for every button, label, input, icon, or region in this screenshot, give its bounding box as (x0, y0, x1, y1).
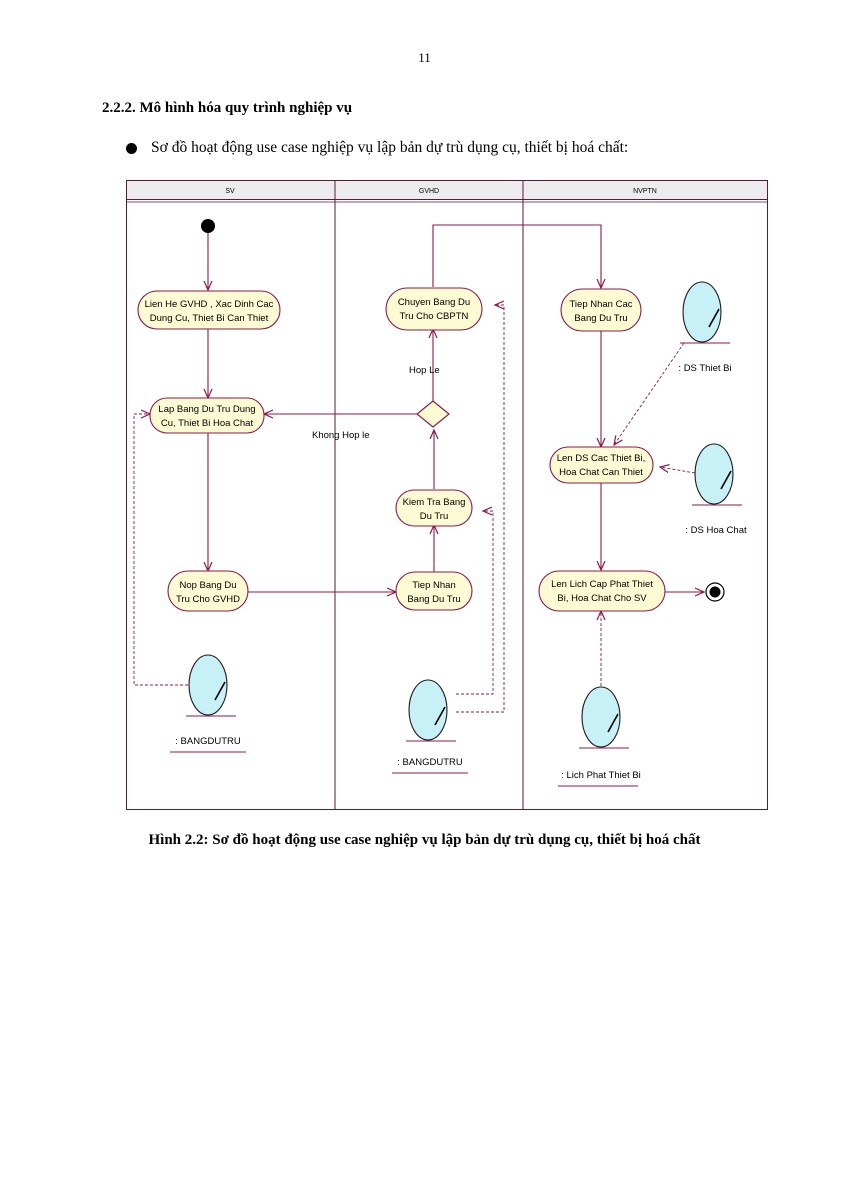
activity-lien-he-line1: Lien He GVHD , Xac Dinh Cac (145, 299, 274, 310)
activity-tiep-nhan-cac-line1: Tiep Nhan Cac (569, 299, 632, 310)
activity-len-ds: Len DS Cac Thiet Bi, Hoa Chat Can Thiet (549, 446, 654, 484)
lane-label-nvptn: NVPTN (633, 188, 657, 195)
section-heading: 2.2.2. Mô hình hóa quy trình nghiệp vụ (102, 100, 353, 116)
activity-lap-bang-line2: Cu, Thiet Bi Hoa Chat (161, 418, 254, 429)
activity-chuyen-bang-line1: Chuyen Bang Du (398, 297, 470, 308)
guard-khong-hop-le: Khong Hop le (312, 430, 370, 441)
activity-diagram: SV GVHD NVPTN Hop Le Khong Hop le Lien H… (126, 180, 768, 810)
object-ds-hoa-chat: : DS Hoa Chat (685, 443, 747, 536)
lane-label-sv: SV (225, 188, 235, 195)
activity-lap-bang: Lap Bang Du Tru Dung Cu, Thiet Bi Hoa Ch… (149, 397, 265, 434)
objflow-dsthietbi-to-lends (614, 342, 685, 445)
object-ds-hoa-chat-label: : DS Hoa Chat (685, 525, 747, 536)
object-sv-bangdutru-label: : BANGDUTRU (175, 736, 241, 747)
activity-tiep-nhan-bang: Tiep Nhan Bang Du Tru (395, 571, 473, 611)
bullet-item: Sơ đồ hoạt động use case nghiệp vụ lập b… (126, 139, 628, 157)
activity-len-lich: Len Lich Cap Phat Thiet Bi, Hoa Chat Cho… (538, 570, 666, 612)
bullet-text: Sơ đồ hoạt động use case nghiệp vụ lập b… (151, 139, 629, 156)
object-gvhd-bangdutru: : BANGDUTRU (392, 679, 468, 774)
activity-nop-bang-line2: Tru Cho GVHD (176, 594, 240, 605)
object-gvhd-bangdutru-label: : BANGDUTRU (397, 757, 463, 768)
decision-node (416, 400, 450, 428)
bullet-dot-icon (126, 142, 137, 154)
activity-tiep-nhan-cac: Tiep Nhan Cac Bang Du Tru (560, 288, 642, 332)
flow-chuyenbang-to-tiepnhancac (432, 224, 601, 288)
object-sv-bangdutru: : BANGDUTRU (170, 654, 246, 753)
initial-node (201, 219, 215, 233)
activity-tiep-nhan-bang-line2: Bang Du Tru (407, 594, 460, 605)
activity-len-lich-line1: Len Lich Cap Phat Thiet (551, 579, 653, 590)
activity-len-ds-line2: Hoa Chat Can Thiet (559, 467, 643, 478)
activity-len-lich-line2: Bi, Hoa Chat Cho SV (557, 593, 647, 604)
activity-len-ds-line1: Len DS Cac Thiet Bi, (557, 453, 646, 464)
objflow-gvhd-bangdutru-to-chuyenbang (456, 305, 505, 713)
activity-kiem-tra: Kiem Tra Bang Du Tru (395, 489, 473, 527)
activity-kiem-tra-line1: Kiem Tra Bang (403, 497, 466, 508)
activity-nop-bang-line1: Nop Bang Du (179, 580, 236, 591)
activity-kiem-tra-line2: Du Tru (420, 511, 449, 522)
activity-lien-he-line2: Dung Cu, Thiet Bi Can Thiet (150, 313, 269, 324)
objflow-dshoachat-to-lends (660, 467, 696, 474)
final-node-inner (709, 586, 721, 598)
objflow-gvhd-bangdutru-to-kiemtra (456, 511, 494, 695)
activity-lap-bang-line1: Lap Bang Du Tru Dung (158, 404, 255, 415)
activity-lien-he: Lien He GVHD , Xac Dinh Cac Dung Cu, Thi… (137, 290, 281, 330)
lane-header-bar (126, 180, 768, 200)
object-ds-thiet-bi: : DS Thiet Bi (678, 281, 732, 374)
object-lich-phat: : Lich Phat Thiet Bi (558, 686, 641, 787)
activity-tiep-nhan-bang-line1: Tiep Nhan (412, 580, 455, 591)
activity-tiep-nhan-cac-line2: Bang Du Tru (574, 313, 627, 324)
page-number: 11 (418, 50, 431, 65)
object-lich-phat-label: : Lich Phat Thiet Bi (561, 770, 641, 781)
object-ds-thiet-bi-label: : DS Thiet Bi (678, 363, 731, 374)
guard-hop-le: Hop Le (409, 365, 440, 376)
lane-label-gvhd: GVHD (419, 188, 439, 195)
figure-caption: Hình 2.2: Sơ đồ hoạt động use case nghiệ… (148, 832, 701, 848)
activity-nop-bang: Nop Bang Du Tru Cho GVHD (167, 570, 249, 612)
activity-chuyen-bang: Chuyen Bang Du Tru Cho CBPTN (385, 287, 483, 331)
activity-chuyen-bang-line2: Tru Cho CBPTN (400, 311, 469, 322)
objflow-sv-bangdutru-to-lapbang (133, 414, 188, 686)
